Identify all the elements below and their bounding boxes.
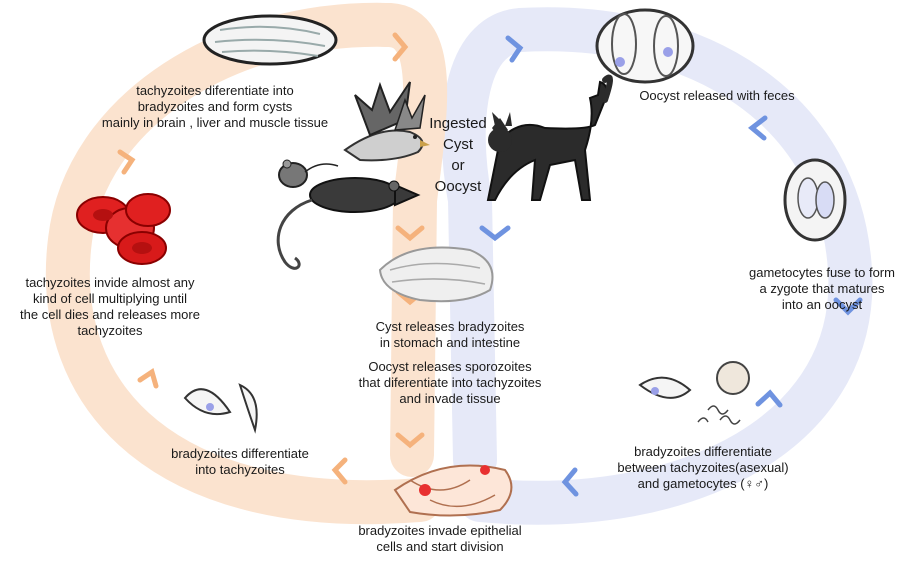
arrow-chevron xyxy=(117,149,136,175)
bird-icon xyxy=(343,81,430,162)
arrow-chevron xyxy=(137,368,159,389)
gametocyte-icon xyxy=(638,361,750,425)
arrow-chevron xyxy=(395,225,425,242)
zygote-icon xyxy=(783,158,847,242)
mouse-icon xyxy=(278,159,339,188)
arrow-chevron xyxy=(755,389,783,408)
label-bradyzoites-tachyzoites: bradyzoites differentiate into tachyzoit… xyxy=(171,446,309,477)
label-oocyst-sporozoites: Oocyst releases sporozoites that diferen… xyxy=(358,359,542,406)
arrow-chevron xyxy=(833,297,863,316)
arrow-chevron xyxy=(479,225,511,242)
label-tachyzoites-cysts: tachyzoites diferentiate into bradyzoite… xyxy=(101,83,329,130)
arrow-chevron xyxy=(505,35,524,63)
label-bradyzoites-gametocytes: bradyzoites differentiate between tachyz… xyxy=(617,444,789,491)
red-blood-cells-icon xyxy=(76,193,171,265)
label-bradyzoites-invade: bradyzoites invade epithelial cells and … xyxy=(358,523,522,554)
sexual-cycle-arrows xyxy=(479,35,863,497)
cyst-icon xyxy=(202,14,338,66)
rat-icon xyxy=(276,177,421,270)
label-cyst-releases: Cyst releases bradyzoites in stomach and… xyxy=(375,319,525,350)
asexual-cycle-band xyxy=(45,2,448,525)
epithelial-cells-icon xyxy=(393,464,513,517)
arrow-chevron xyxy=(748,115,768,141)
arrow-chevron xyxy=(395,432,425,449)
arrow-chevron xyxy=(392,32,409,62)
label-oocyst-released: Oocyst released with feces xyxy=(639,88,795,103)
arrow-chevron xyxy=(331,457,348,485)
arrow-chevron xyxy=(561,467,579,497)
label-gametocytes-fuse: gametocytes fuse to form a zygote that m… xyxy=(749,265,895,312)
label-ingested: Ingested Cyst or Oocyst xyxy=(429,115,487,195)
oocyst-icon xyxy=(595,8,695,84)
cat-icon xyxy=(486,74,613,201)
tachyzoite-icon xyxy=(183,383,258,434)
sexual-cycle-band xyxy=(441,7,873,525)
released-cyst-icon xyxy=(378,246,494,303)
label-tachyzoites-invide: tachyzoites invide almost any kind of ce… xyxy=(20,275,200,338)
